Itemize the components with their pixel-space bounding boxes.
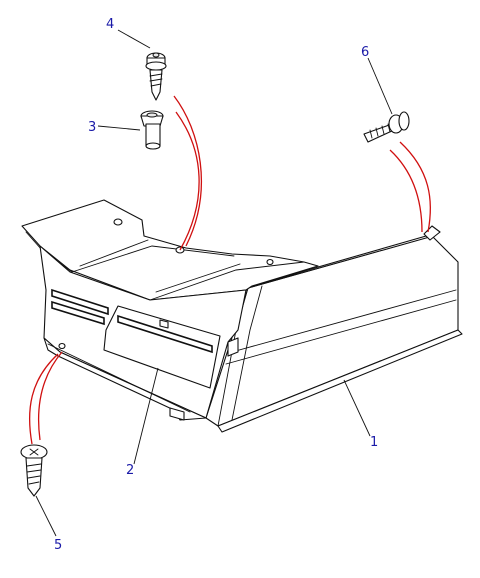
screw-part-6	[363, 111, 410, 143]
main-panel	[21, 199, 463, 433]
callout-2: 2	[126, 463, 134, 478]
callout-5: 5	[54, 538, 62, 553]
screw-part-5	[20, 444, 48, 497]
callout-3: 3	[88, 120, 96, 135]
assembly-lines	[28, 95, 432, 445]
callout-1: 1	[370, 435, 378, 450]
screw-part-4	[145, 52, 167, 101]
sleeve-nut-part-3	[140, 110, 164, 150]
callout-4: 4	[106, 17, 114, 32]
leader-lines	[35, 29, 393, 537]
callout-6: 6	[361, 45, 369, 60]
